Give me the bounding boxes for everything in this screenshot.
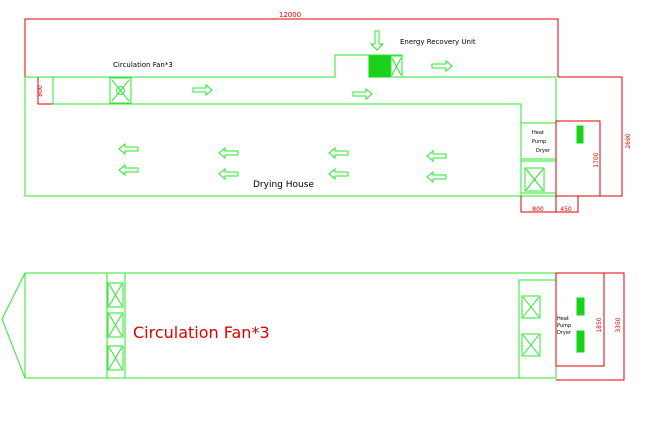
heat-pump-side-label: Heat Pump Dryer — [557, 316, 573, 336]
flow-arrow-right-icon — [352, 87, 373, 101]
fan-icon — [391, 57, 402, 76]
heat-pump-label-line-1: Heat — [532, 130, 544, 136]
drying-house-side-outline — [24, 272, 557, 379]
flow-arrow-left-icon — [118, 142, 139, 156]
heat-pump-column — [518, 279, 557, 379]
flow-arrow-left-icon — [118, 163, 139, 177]
flow-arrow-left-icon — [328, 146, 349, 160]
heat-pump-side-label-line-1: Heat — [557, 316, 569, 322]
heat-pump-indicator — [576, 125, 584, 144]
circulation-fan — [109, 77, 132, 104]
flow-arrow-left-icon — [426, 170, 447, 184]
energy-recovery-label: Energy Recovery Unit — [400, 38, 476, 46]
heat-pump-label-line-2: Pump — [532, 139, 546, 145]
fan-icon — [521, 333, 541, 357]
drying-house-label: Drying House — [253, 180, 314, 190]
bottom-dim-label-1: 800 — [532, 206, 544, 213]
pointed-end-outline — [1, 272, 26, 379]
fan-icon — [107, 312, 124, 338]
duct-width-label: 800 — [37, 85, 44, 97]
flow-arrow-left-icon — [328, 167, 349, 181]
heat-pump-side-label-line-2: Pump — [557, 323, 571, 329]
heat-pump-fan-box — [520, 160, 557, 194]
flow-arrow-right-icon — [192, 83, 213, 97]
overall-length-dimension-line — [24, 18, 559, 77]
fan-icon — [107, 345, 124, 371]
inflow-arrow-icon — [369, 30, 385, 51]
heat-pump-side-label-line-3: Dryer — [557, 330, 572, 336]
height-outer-label: 2690 — [625, 133, 632, 148]
overall-length-label: 12000 — [279, 11, 301, 19]
fan-column — [106, 272, 126, 379]
bottom-view: Circulation Fan*3 Heat Pump Dryer 1850 3… — [1, 272, 625, 381]
energy-recovery-unit — [368, 55, 392, 78]
duct-partition — [52, 77, 522, 123]
heat-pump-label-line-3: Dryer — [536, 148, 551, 154]
heat-pump-label: Heat Pump Dryer — [532, 130, 551, 154]
flow-arrow-left-icon — [218, 167, 239, 181]
bottom-dim-label-2: 450 — [560, 206, 572, 213]
energy-recovery-fan — [390, 55, 403, 78]
side-dim-label-1: 1850 — [596, 317, 603, 332]
side-height-dimension-line — [556, 272, 625, 381]
fan-icon — [524, 167, 545, 192]
flow-arrow-left-icon — [426, 149, 447, 163]
heat-pump-indicator — [576, 330, 585, 353]
flow-arrow-left-icon — [218, 146, 239, 160]
circulation-fan-label: Circulation Fan*3 — [113, 61, 173, 69]
height-dimension-line — [558, 76, 623, 197]
drying-house-outline — [24, 54, 557, 197]
height-inner-label: 1700 — [593, 152, 600, 167]
flow-arrow-right-icon — [431, 59, 453, 73]
top-view: 12000 800 Circulation Fan*3 Energy Recov… — [24, 11, 632, 213]
fan-icon — [521, 295, 541, 319]
circulation-fan-big-label: Circulation Fan*3 — [133, 323, 270, 342]
bottom-dimension-line — [520, 196, 579, 213]
side-dim-label-2: 3350 — [615, 317, 622, 332]
fan-icon — [107, 282, 124, 308]
heat-pump-indicator — [576, 297, 585, 316]
fan-icon — [111, 79, 130, 102]
